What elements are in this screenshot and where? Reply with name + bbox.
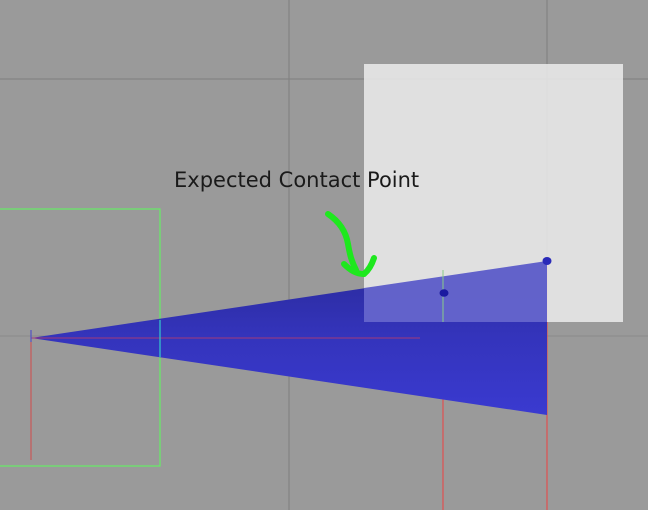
annotation-arrow: [325, 211, 377, 277]
contact-point-marker[interactable]: [439, 289, 449, 297]
annotation-label: Expected Contact Point: [174, 168, 420, 192]
wedge-tip-marker[interactable]: [542, 257, 552, 265]
wedge-overlap-region: [364, 261, 547, 322]
